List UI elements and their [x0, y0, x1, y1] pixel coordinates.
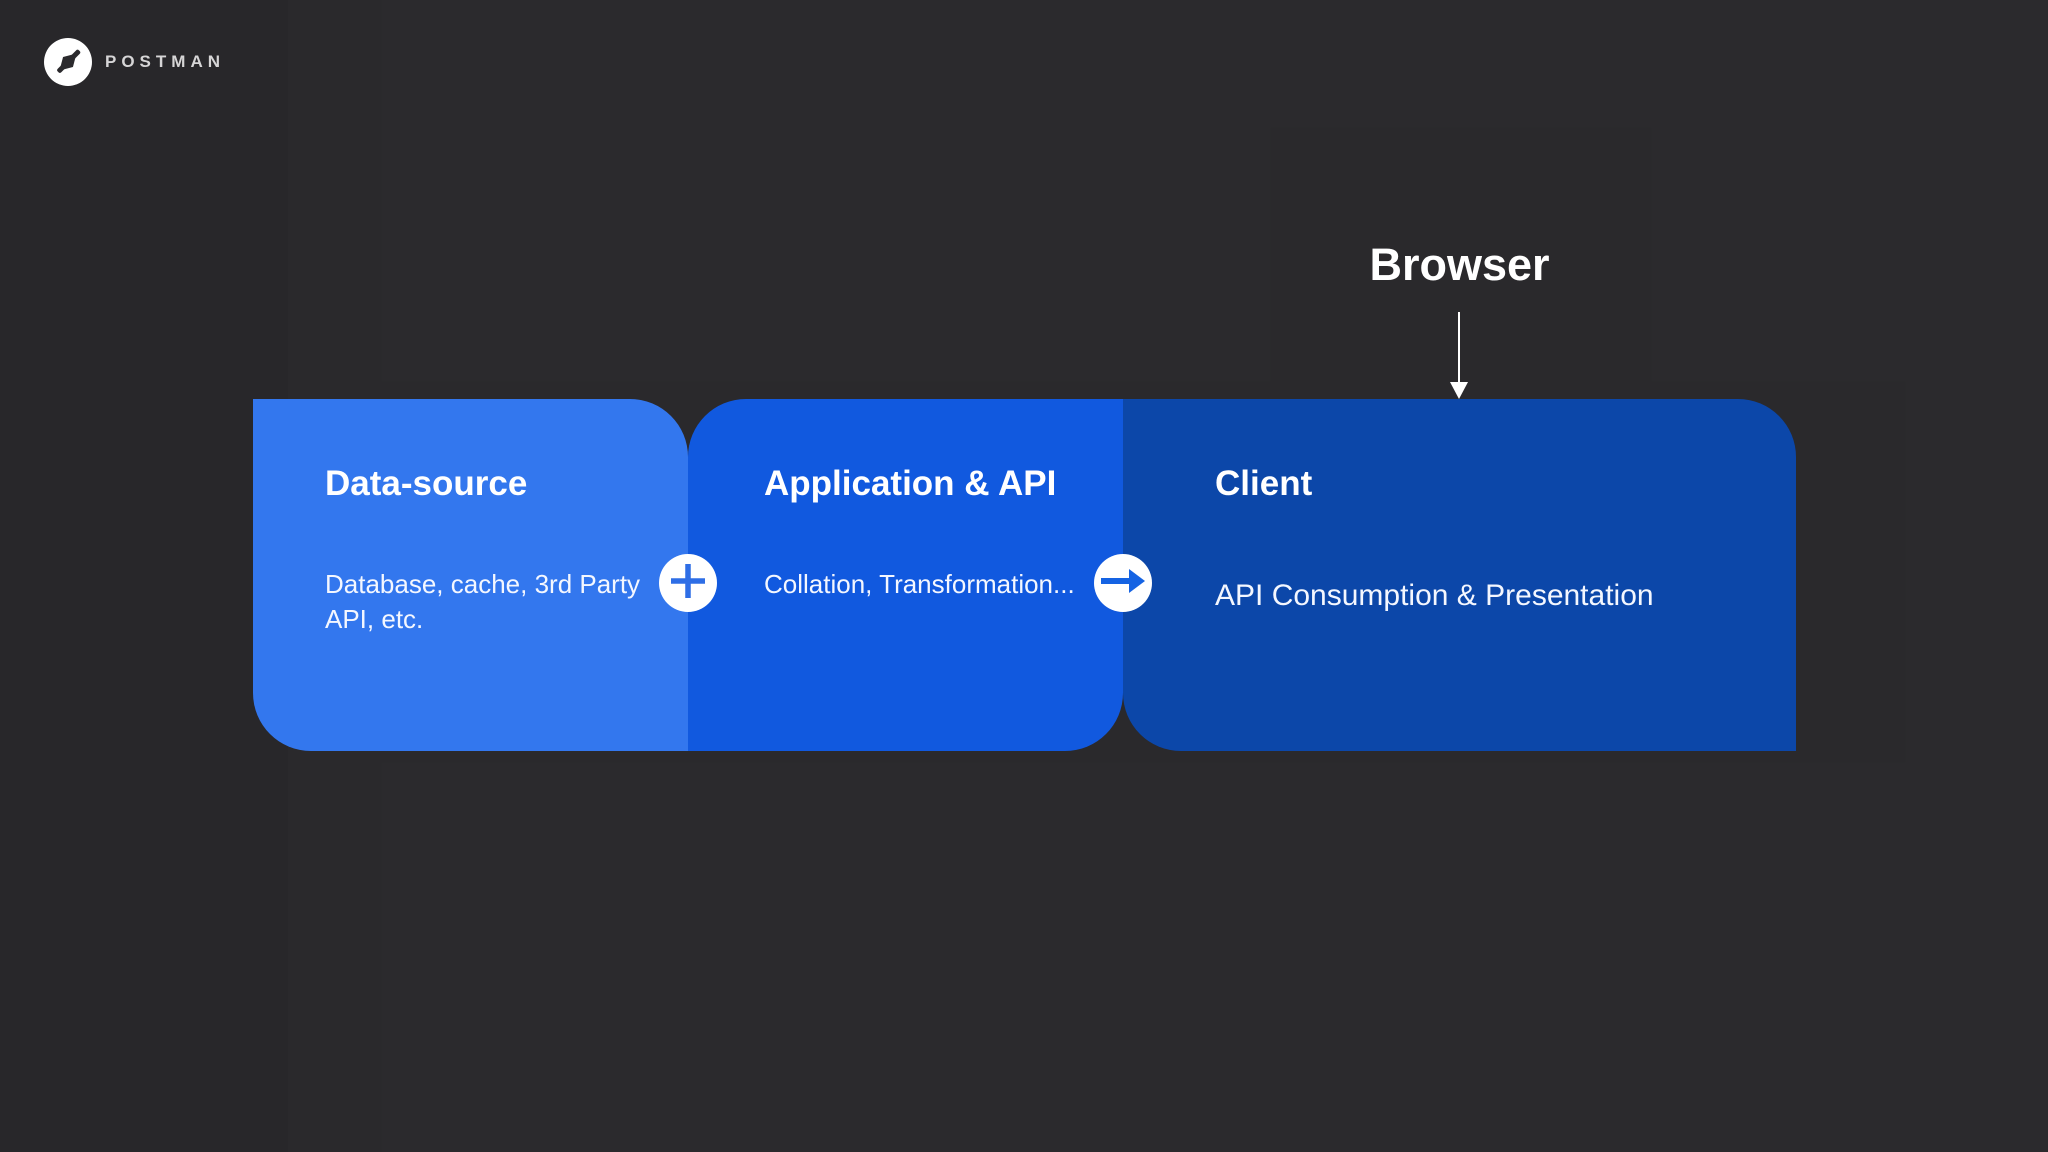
card-application-api: Application & API Collation, Transformat…: [688, 399, 1123, 751]
postman-rocket-icon: [44, 38, 92, 86]
arrow-right-icon: [1101, 566, 1145, 601]
browser-label: Browser: [1369, 239, 1550, 290]
card-data-source-body: Database, cache, 3rd Party API, etc.: [325, 569, 641, 634]
card-application-api-body: Collation, Transformation...: [764, 569, 1075, 599]
card-application-api-title: Application & API: [764, 464, 1057, 503]
connector-arrow: [1094, 554, 1152, 612]
connector-plus: [659, 554, 717, 612]
card-data-source-title: Data-source: [325, 464, 528, 503]
flow-cards: Data-source Database, cache, 3rd Party A…: [253, 399, 1796, 751]
plus-icon: [669, 562, 707, 605]
card-client: Client API Consumption & Presentation: [1123, 399, 1796, 751]
postman-wordmark: POSTMAN: [105, 52, 225, 71]
postman-logo: POSTMAN: [44, 38, 225, 86]
browser-arrow-head-icon: [1450, 382, 1468, 399]
card-client-title: Client: [1215, 464, 1313, 503]
card-data-source: Data-source Database, cache, 3rd Party A…: [253, 399, 688, 751]
card-client-body: API Consumption & Presentation: [1215, 579, 1654, 612]
browser-arrow-line: [1458, 312, 1460, 384]
